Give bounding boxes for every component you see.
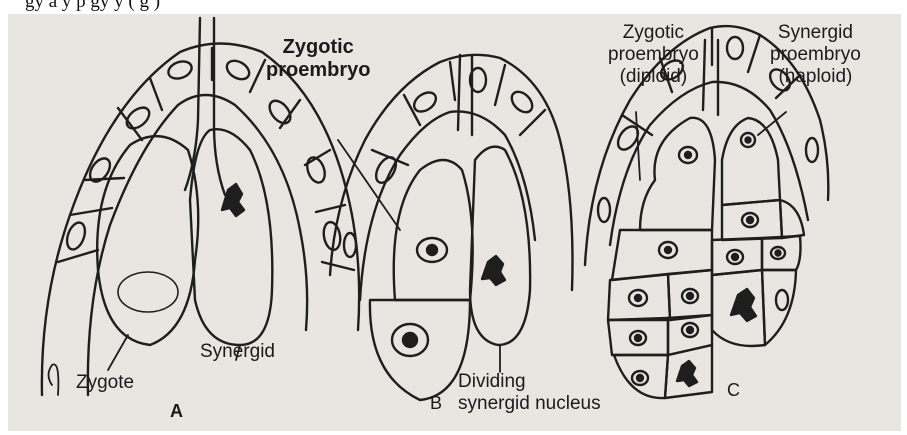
photo-background bbox=[8, 14, 901, 431]
label-synergid-proembryo-haploid: Synergid proembryo (haploid) bbox=[770, 22, 861, 88]
label-synergid: Synergid bbox=[200, 341, 275, 363]
label-dividing-synergid-nucleus: Dividing synergid nucleus bbox=[458, 371, 601, 415]
label-zygote: Zygote bbox=[76, 372, 134, 394]
panel-letter-b: B bbox=[430, 393, 442, 414]
label-zygotic-proembryo: Zygotic proembryo bbox=[266, 36, 370, 82]
panel-letter-a: A bbox=[170, 401, 183, 422]
label-zygotic-proembryo-diploid: Zygotic proembryo (diploid) bbox=[608, 22, 699, 88]
panel-letter-c: C bbox=[727, 380, 740, 401]
